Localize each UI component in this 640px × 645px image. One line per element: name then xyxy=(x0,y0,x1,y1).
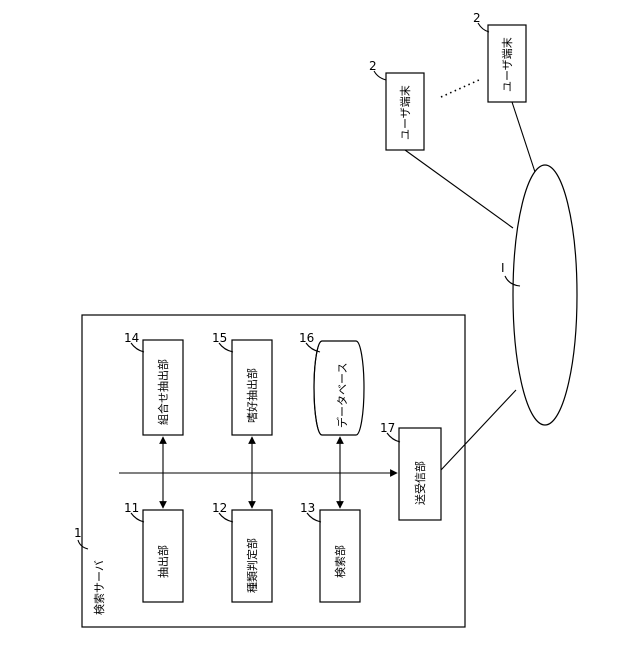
unit-label-11: 抽出部 xyxy=(156,545,170,578)
search-server-number: 1 xyxy=(74,526,82,540)
unit-label-12: 種類判定部 xyxy=(245,538,259,593)
network-ellipse xyxy=(513,165,577,425)
unit-number-15: 15 xyxy=(212,331,227,345)
user-terminal-label-2: ユーザ端末 xyxy=(500,37,514,92)
link-terminal-1-network xyxy=(405,150,513,228)
unit-number-16: 16 xyxy=(299,331,314,345)
unit-label-15: 嗜好抽出部 xyxy=(245,368,259,423)
unit-number-12: 12 xyxy=(212,501,227,515)
unit-number-11: 11 xyxy=(124,501,139,515)
user-terminal-label-1: ユーザ端末 xyxy=(398,85,412,140)
user-terminal-number-1: 2 xyxy=(369,59,377,73)
network-number: I xyxy=(501,261,505,275)
search-server-label: 検索サーバ xyxy=(92,560,106,615)
unit-label-17: 送受信部 xyxy=(413,461,427,505)
unit-number-13: 13 xyxy=(300,501,315,515)
user-terminal-number-2: 2 xyxy=(473,11,481,25)
unit-number-14: 14 xyxy=(124,331,139,345)
unit-label-14: 組合せ抽出部 xyxy=(156,359,170,425)
unit-label-13: 検索部 xyxy=(333,545,347,578)
unit-number-17: 17 xyxy=(380,421,395,435)
link-terminal-2-network xyxy=(512,102,535,172)
terminal-ellipsis-dots xyxy=(441,80,479,97)
unit-label-16: データベース xyxy=(335,363,349,428)
